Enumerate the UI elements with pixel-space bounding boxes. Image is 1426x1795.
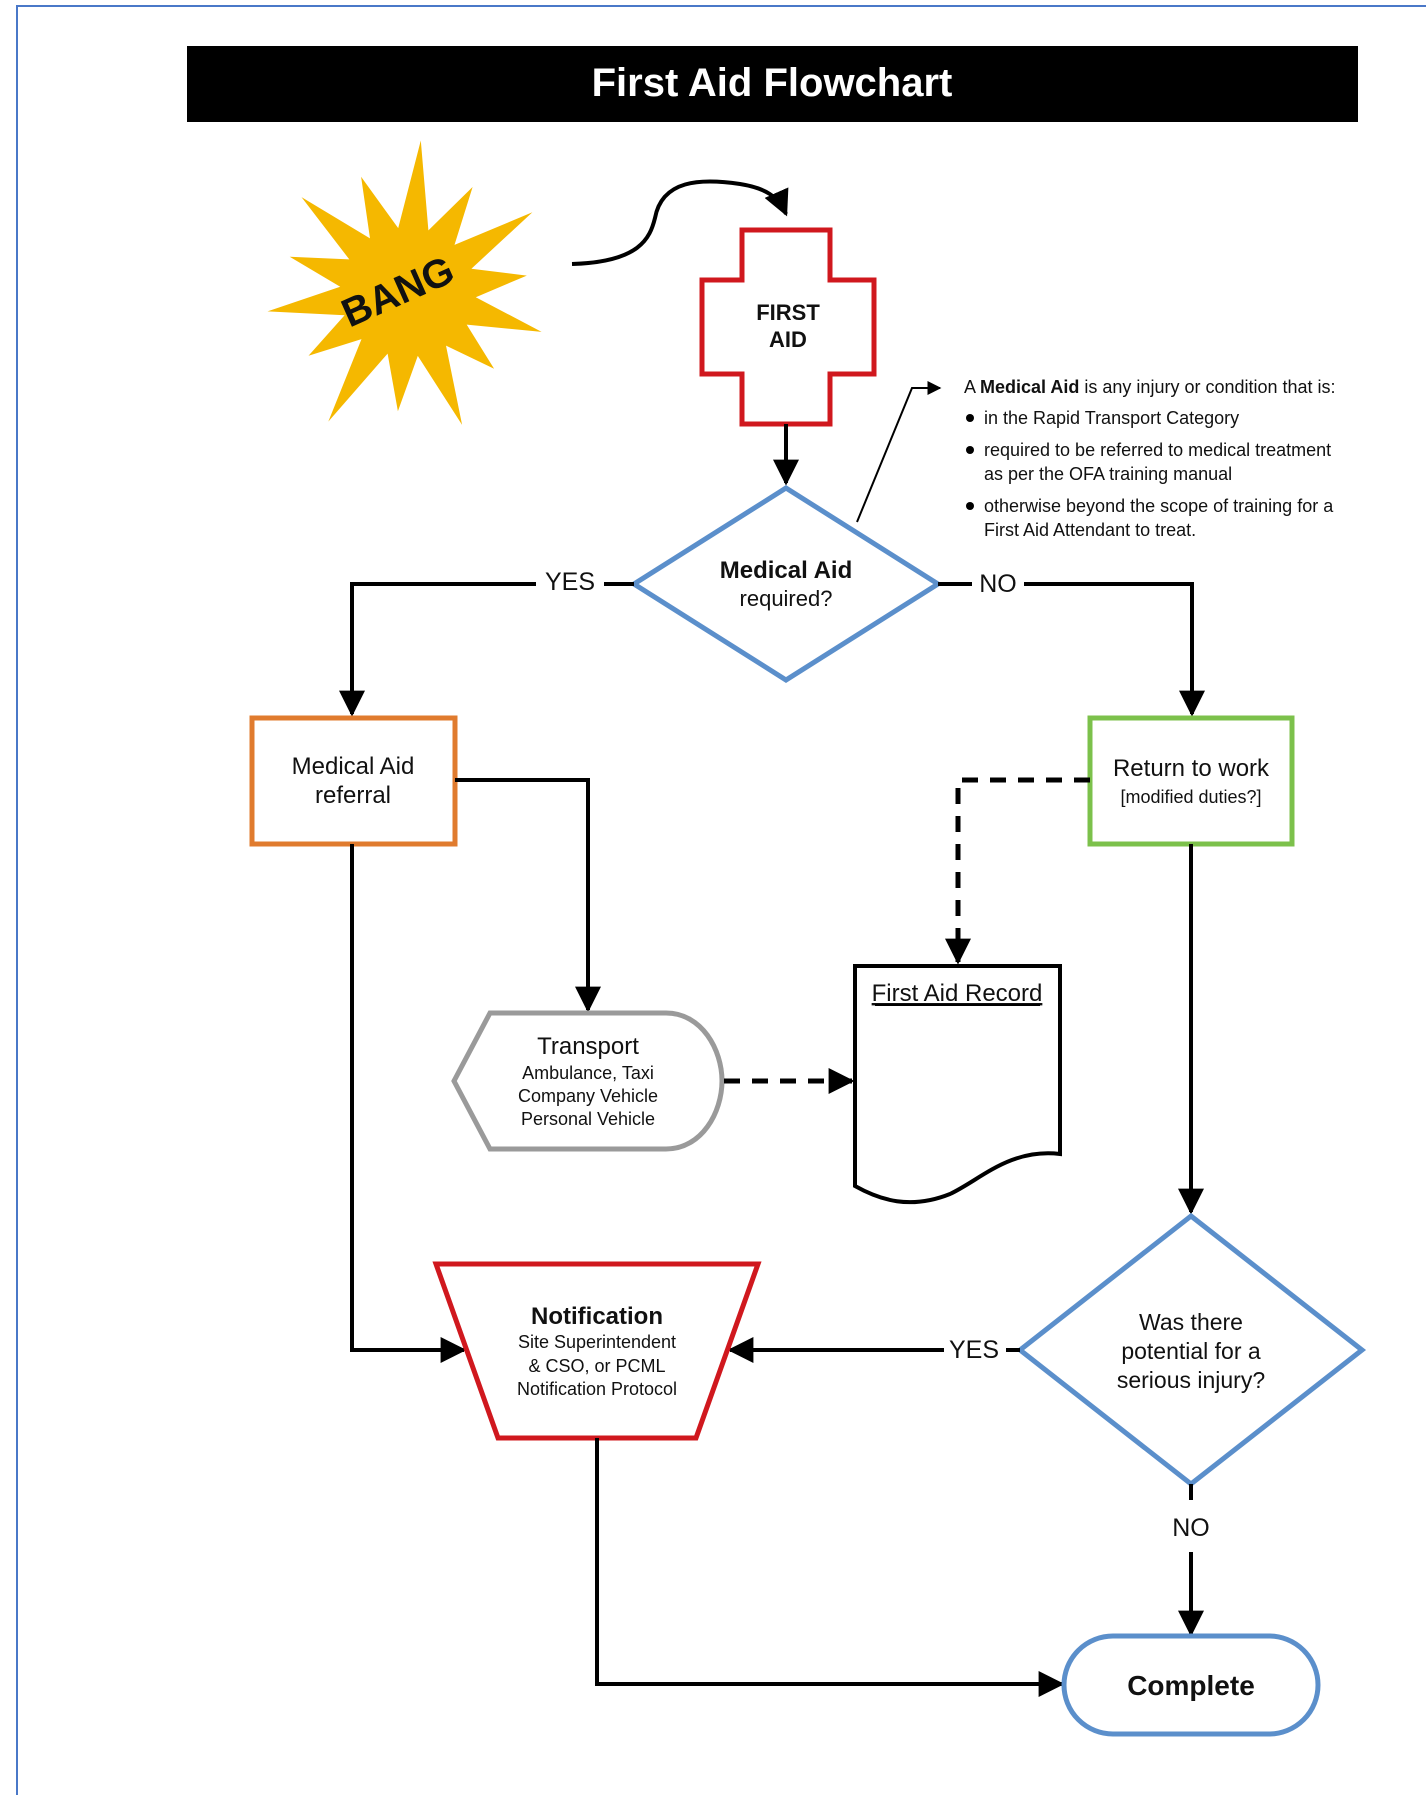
return-box: Return to work [modified duties?] xyxy=(1087,715,1295,847)
first-aid-line2: AID xyxy=(769,327,807,352)
injury-line2: potential for a xyxy=(1121,1338,1261,1364)
note-bullet-2b: as per the OFA training manual xyxy=(984,464,1232,484)
transport-node: Transport Ambulance, Taxi Company Vehicl… xyxy=(451,1010,725,1152)
complete-shape xyxy=(1061,1633,1321,1737)
edge-bang-to-firstaid xyxy=(571,179,789,266)
first-aid-cross: FIRST AID xyxy=(699,227,877,427)
note-bullet-2a: required to be referred to medical treat… xyxy=(984,440,1331,460)
decision-diamond xyxy=(629,485,943,683)
first-aid-line1: FIRST xyxy=(756,300,820,325)
referral-box: Medical Aid referral xyxy=(249,715,458,847)
header-bar: First Aid Flowchart xyxy=(187,46,1358,122)
record-shape xyxy=(853,964,1062,1205)
referral-line2: referral xyxy=(315,782,391,809)
page-title: First Aid Flowchart xyxy=(592,61,953,105)
note-bullet-3b: First Aid Attendant to treat. xyxy=(984,520,1196,540)
note-intro: A Medical Aid is any injury or condition… xyxy=(964,377,1336,397)
injury-line3: serious injury? xyxy=(1117,1367,1265,1393)
record-document: First Aid Record xyxy=(853,964,1062,1205)
burst-icon xyxy=(267,140,542,425)
transport-title: Transport xyxy=(537,1033,639,1060)
complete-label: Complete xyxy=(1127,1670,1255,1701)
referral-rect xyxy=(249,715,458,847)
decision-medical-line2: required? xyxy=(740,586,833,611)
note-pointer xyxy=(856,381,942,523)
decision-serious-injury: Was there potential for a serious injury… xyxy=(1015,1212,1367,1488)
note-bullet-3a: otherwise beyond the scope of training f… xyxy=(984,496,1334,516)
edge-label-no: NO xyxy=(979,570,1017,598)
transport-line1: Ambulance, Taxi xyxy=(522,1063,654,1083)
return-line2: [modified duties?] xyxy=(1120,787,1261,807)
bullet-dot xyxy=(966,446,974,454)
transport-line2: Company Vehicle xyxy=(518,1086,658,1106)
edge-label-yes-2: YES xyxy=(949,1336,999,1364)
edge-label-yes: YES xyxy=(545,568,595,596)
edge-no-to-return xyxy=(1024,582,1205,717)
edge-label-no-2: NO xyxy=(1172,1514,1210,1542)
notification-line3: Notification Protocol xyxy=(517,1379,677,1399)
first-aid-cross-shape xyxy=(699,227,877,427)
notification-node: Notification Site Superintendent & CSO, … xyxy=(432,1261,762,1441)
bullet-dot xyxy=(966,502,974,510)
bullet-dot xyxy=(966,414,974,422)
edge-return-to-record xyxy=(945,777,1090,965)
edge-referral-to-transport xyxy=(455,778,601,1013)
notification-title: Notification xyxy=(531,1303,663,1330)
notification-line1: Site Superintendent xyxy=(518,1332,676,1352)
notification-line2: & CSO, or PCML xyxy=(528,1356,665,1376)
return-line1: Return to work xyxy=(1113,755,1270,782)
definition-note: A Medical Aid is any injury or condition… xyxy=(964,377,1336,540)
decision-medical-line1: Medical Aid xyxy=(720,557,852,584)
record-title: First Aid Record xyxy=(872,980,1043,1007)
referral-line1: Medical Aid xyxy=(292,753,415,780)
notification-shape xyxy=(432,1261,762,1441)
start-burst: BANG xyxy=(267,140,542,425)
edge-referral-to-notification xyxy=(350,844,467,1363)
transport-shape xyxy=(451,1010,725,1152)
edge-notification-to-complete xyxy=(595,1438,1065,1697)
complete-node: Complete xyxy=(1061,1633,1321,1737)
decision-medical-aid: Medical Aid required? xyxy=(629,485,943,683)
edge-yes-to-referral xyxy=(339,582,536,717)
injury-line1: Was there xyxy=(1139,1309,1243,1335)
note-bullet-1: in the Rapid Transport Category xyxy=(984,408,1239,428)
frame-border xyxy=(16,5,1426,1795)
transport-line3: Personal Vehicle xyxy=(521,1109,655,1129)
